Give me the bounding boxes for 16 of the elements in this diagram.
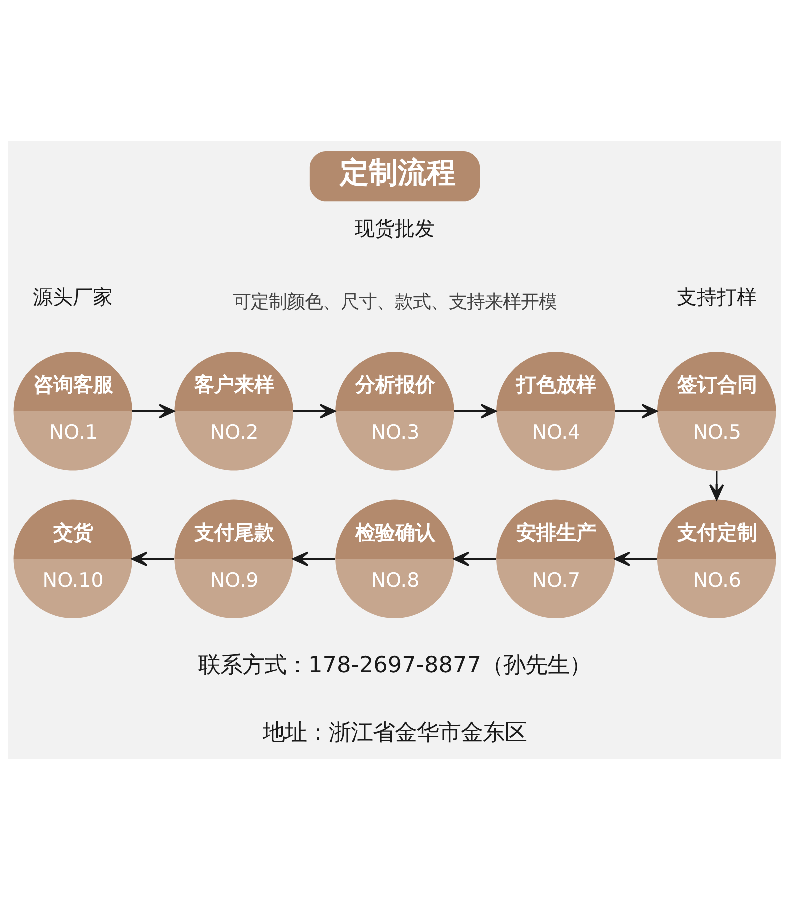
arrow (614, 552, 657, 567)
arrow (454, 404, 497, 419)
arrow (292, 552, 336, 567)
label: 联系方式：178-2697-8877（孙先生） (198, 652, 592, 679)
label: 支持打样 (676, 286, 757, 309)
arrow (454, 552, 496, 567)
label: 可定制颜色、尺寸、款式、支持来样开模 (233, 292, 557, 314)
label: 地址：浙江省金华市金东区 (263, 720, 527, 746)
arrow (293, 404, 336, 419)
arrow (615, 404, 658, 419)
label: 源头厂家 (33, 286, 114, 309)
arrow (132, 404, 176, 419)
arrow (132, 552, 174, 567)
diagram-title: 定制流程 (340, 156, 456, 190)
label: 现货批发 (355, 217, 435, 240)
arrow (709, 471, 724, 501)
